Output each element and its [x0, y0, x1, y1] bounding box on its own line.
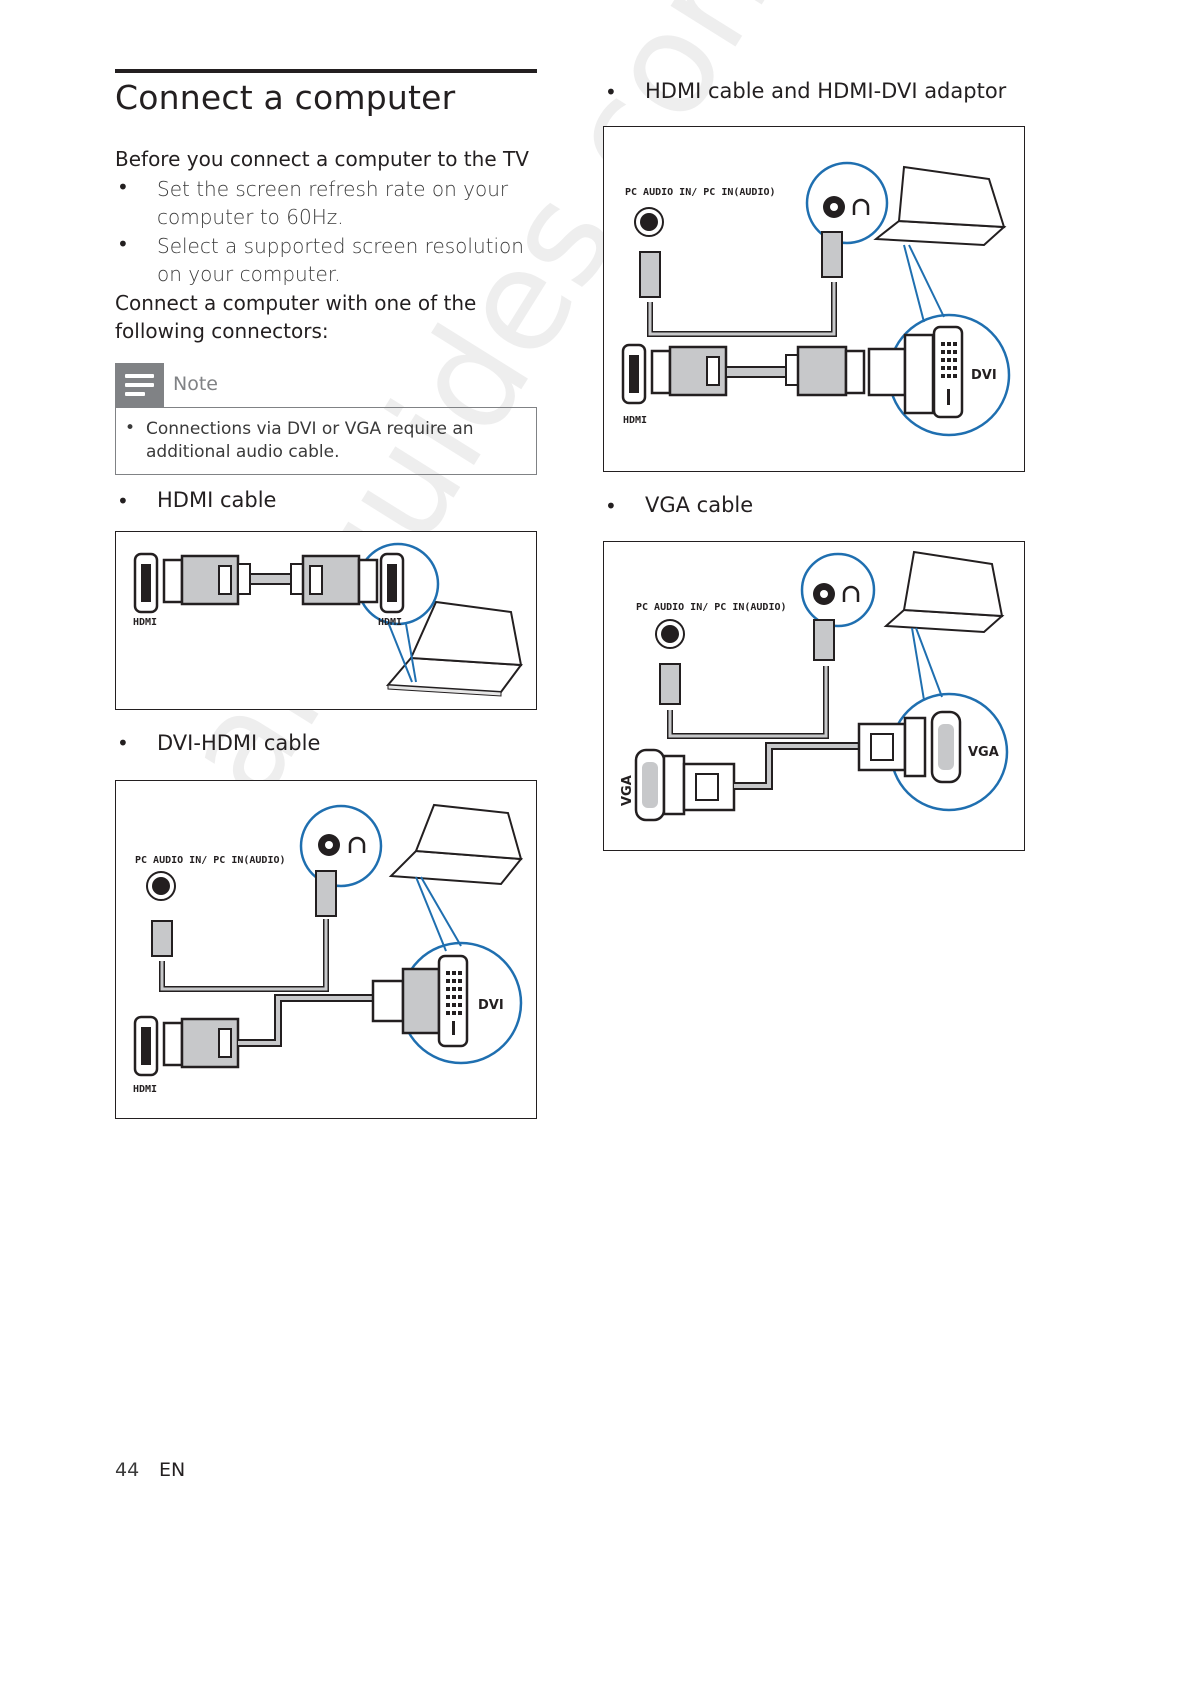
- note-label: Note: [173, 373, 218, 395]
- laptop-icon: [873, 165, 1007, 247]
- bullet-dot: •: [605, 80, 617, 104]
- hdmi-plug-left: [133, 552, 251, 614]
- step-refresh-rate: Set the screen refresh rate on your comp…: [157, 177, 509, 229]
- label-vga-pc: VGA: [968, 745, 999, 760]
- figure-hdmi: HDMI HDMI: [115, 531, 537, 710]
- laptop-icon: [385, 600, 523, 697]
- laptop-icon: [883, 550, 1005, 634]
- bullet-dot: •: [605, 494, 617, 518]
- section-hdmi-heading: HDMI cable: [157, 488, 277, 512]
- label-pc-audio: PC AUDIO IN/ PC IN(AUDIO): [636, 602, 787, 613]
- bullet-dot: •: [117, 489, 129, 513]
- label-vga-tv: VGA: [620, 775, 635, 806]
- note-icon: [115, 363, 164, 407]
- before-heading: Before you connect a computer to the TV: [115, 147, 529, 171]
- title-rule: [115, 69, 537, 73]
- section-hdmi-dvi-adaptor-heading: HDMI cable and HDMI-DVI adaptor: [645, 79, 1007, 103]
- bullet-dot: •: [125, 418, 136, 438]
- label-dvi: DVI: [478, 998, 504, 1013]
- figure-hdmi-dvi-adaptor: PC AUDIO IN/ PC IN(AUDIO) DVI HDMI: [603, 126, 1025, 472]
- label-pc-audio: PC AUDIO IN/ PC IN(AUDIO): [135, 855, 286, 866]
- figure-dvi-hdmi: PC AUDIO IN/ PC IN(AUDIO) DVI HDMI: [115, 780, 537, 1119]
- laptop-icon: [388, 803, 523, 886]
- label-dvi: DVI: [971, 368, 997, 383]
- label-hdmi: HDMI: [133, 1084, 157, 1095]
- page-number: 44: [115, 1459, 140, 1481]
- connect-heading: Connect a computer with one of the follo…: [115, 291, 477, 343]
- page-title: Connect a computer: [115, 78, 456, 117]
- hdmi-plug-right: [290, 552, 405, 614]
- language-code: EN: [159, 1459, 186, 1481]
- label-hdmi-pc: HDMI: [378, 617, 402, 628]
- step-resolution: Select a supported screen resolution on …: [157, 234, 524, 286]
- section-dvi-hdmi-heading: DVI-HDMI cable: [157, 731, 321, 755]
- bullet-dot: •: [117, 232, 129, 256]
- label-hdmi-tv: HDMI: [133, 617, 157, 628]
- bullet-dot: •: [117, 731, 129, 755]
- note-box: [115, 407, 537, 475]
- label-pc-audio: PC AUDIO IN/ PC IN(AUDIO): [625, 187, 776, 198]
- label-hdmi: HDMI: [623, 415, 647, 426]
- section-vga-heading: VGA cable: [645, 493, 754, 517]
- bullet-dot: •: [117, 175, 129, 199]
- note-text: Connections via DVI or VGA require an ad…: [146, 419, 474, 462]
- figure-vga: PC AUDIO IN/ PC IN(AUDIO) VGA VGA: [603, 541, 1025, 851]
